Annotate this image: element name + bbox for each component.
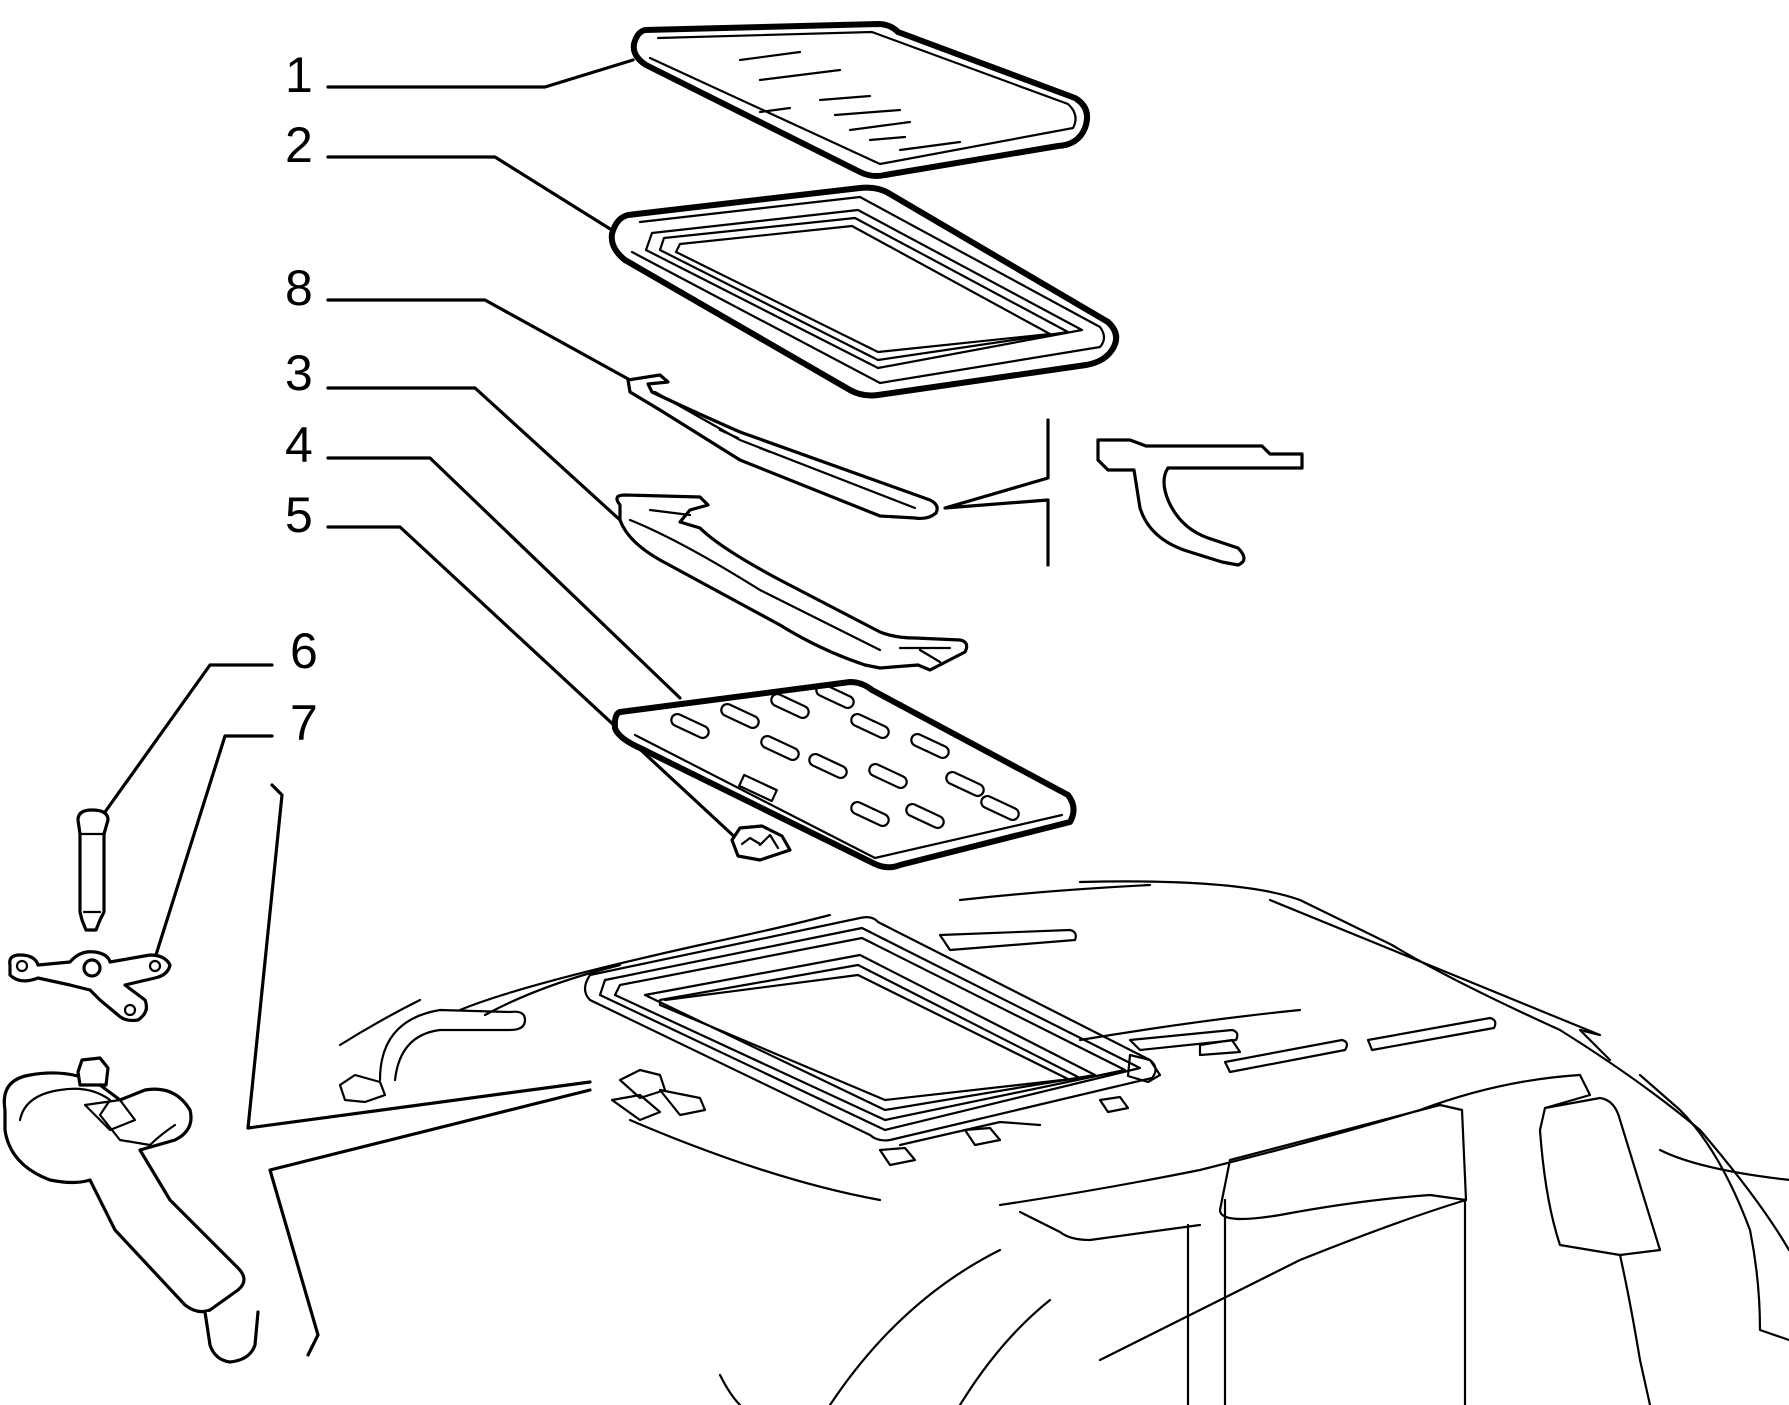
part-5-handle [730, 824, 792, 862]
leader-6 [103, 663, 274, 814]
leader-3 [326, 386, 622, 522]
part-1-glass-panel [630, 21, 1090, 179]
callout-7: 7 [290, 695, 318, 751]
callout-labels: 1 2 8 3 4 5 6 7 [285, 47, 318, 751]
sunshade-slots [670, 682, 1020, 830]
callout-6: 6 [290, 623, 318, 679]
leader-4 [326, 456, 682, 700]
callout-2: 2 [285, 117, 313, 173]
leader-7 [153, 734, 274, 960]
part-4-sunshade-panel [611, 679, 1077, 871]
section-bracket [943, 418, 1050, 567]
section-detail [943, 418, 1304, 567]
leader-5 [326, 525, 740, 842]
callout-3: 3 [285, 345, 313, 401]
roof-sunroof-frame [583, 916, 1497, 1167]
part-7-bracket [8, 950, 172, 1023]
callout-5: 5 [285, 487, 313, 543]
callout-4: 4 [285, 417, 313, 473]
car-roof-outline [338, 880, 1789, 1405]
part-3-curved-deflector [615, 493, 969, 672]
part-8-deflector-strip [626, 373, 939, 521]
crank-handle [2, 1056, 260, 1364]
part-6-pin [76, 808, 110, 932]
leader-2 [326, 155, 617, 234]
leader-lines [103, 58, 740, 960]
leader-8 [326, 298, 632, 382]
pointer-lines [246, 783, 592, 1357]
leader-1 [326, 58, 635, 89]
callout-1: 1 [285, 47, 313, 103]
part-2-frame-seal [608, 184, 1120, 399]
callout-8: 8 [285, 260, 313, 316]
